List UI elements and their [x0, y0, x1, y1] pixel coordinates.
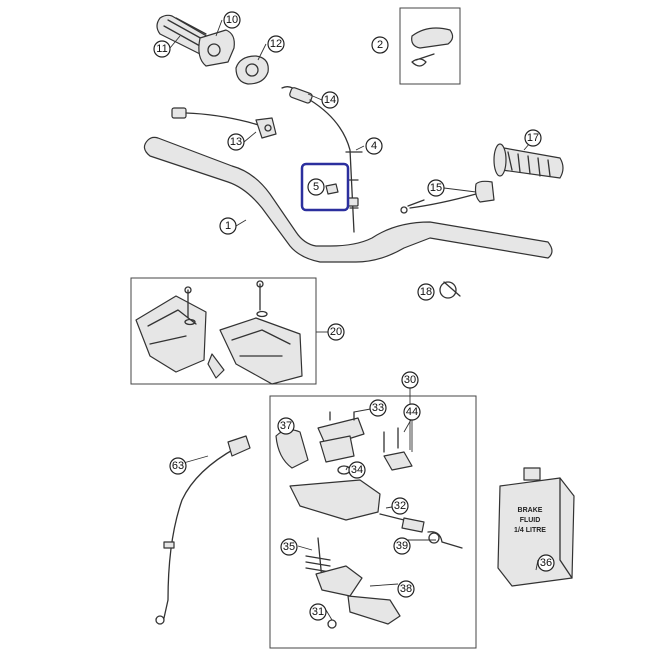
svg-text:5: 5	[313, 181, 319, 193]
svg-text:18: 18	[420, 286, 432, 298]
callout-12: 12	[267, 35, 285, 53]
clamp-part	[235, 55, 269, 85]
svg-text:36: 36	[540, 557, 552, 569]
svg-text:38: 38	[400, 583, 412, 595]
callout-39: 39	[393, 537, 411, 555]
svg-text:2: 2	[377, 39, 383, 51]
callout-37: 37	[277, 417, 295, 435]
svg-text:1: 1	[225, 220, 231, 232]
svg-text:31: 31	[312, 606, 324, 618]
highlighted-part-box	[300, 162, 350, 212]
svg-text:11: 11	[156, 43, 167, 55]
svg-text:33: 33	[372, 402, 384, 414]
callout-2: 2	[371, 36, 389, 54]
callout-44: 44	[403, 403, 421, 421]
svg-text:17: 17	[527, 132, 539, 144]
callout-14: 14	[321, 91, 339, 109]
callout-1: 1	[219, 217, 237, 235]
callout-17: 17	[524, 129, 542, 147]
brake-fluid-bottle: BRAKE FLUID 1/4 LITRE	[497, 467, 575, 587]
svg-text:44: 44	[406, 406, 418, 418]
callout-13: 13	[227, 133, 245, 151]
brake-line	[155, 435, 251, 625]
svg-text:13: 13	[230, 136, 242, 148]
bottle-label-line-2: FLUID	[520, 517, 541, 524]
callout-35: 35	[280, 538, 298, 556]
callout-5: 5	[307, 178, 325, 196]
svg-text:4: 4	[371, 140, 377, 152]
callout-63: 63	[169, 457, 187, 475]
callout-30: 30	[401, 371, 419, 389]
leader-lines	[169, 19, 539, 621]
cable-tie	[439, 281, 461, 299]
svg-text:10: 10	[226, 14, 238, 26]
callout-10: 10	[223, 11, 241, 29]
brake-assembly-frame	[269, 395, 477, 649]
callout-4: 4	[365, 137, 383, 155]
handguards-frame	[130, 277, 317, 385]
svg-text:30: 30	[404, 374, 416, 386]
svg-text:39: 39	[396, 540, 408, 552]
bottle-label-line-1: BRAKE	[518, 507, 543, 514]
callout-20: 20	[327, 323, 345, 341]
callout-11: 11	[153, 40, 171, 58]
callout-36: 36	[537, 554, 555, 572]
handlebar	[143, 136, 553, 263]
throttle-cable	[281, 86, 363, 233]
svg-text:15: 15	[430, 182, 442, 194]
callout-31: 31	[309, 603, 327, 621]
callout-38: 38	[397, 580, 415, 598]
callout-18: 18	[417, 283, 435, 301]
svg-text:35: 35	[283, 541, 295, 553]
callout-15: 15	[427, 179, 445, 197]
svg-text:37: 37	[280, 420, 292, 432]
callout-32: 32	[391, 497, 409, 515]
kill-switch	[400, 180, 495, 214]
left-grip	[156, 14, 211, 55]
svg-text:12: 12	[270, 38, 282, 50]
svg-text:34: 34	[351, 464, 363, 476]
part-2-frame	[399, 7, 461, 85]
callout-34: 34	[348, 461, 366, 479]
right-grip	[493, 143, 564, 179]
svg-text:63: 63	[172, 460, 184, 472]
svg-text:32: 32	[394, 500, 406, 512]
throttle-housing	[198, 29, 235, 67]
callout-33: 33	[369, 399, 387, 417]
svg-text:14: 14	[324, 94, 336, 106]
switch-cable	[171, 107, 277, 139]
bottle-label-line-3: 1/4 LITRE	[514, 527, 546, 534]
svg-text:20: 20	[330, 326, 342, 338]
